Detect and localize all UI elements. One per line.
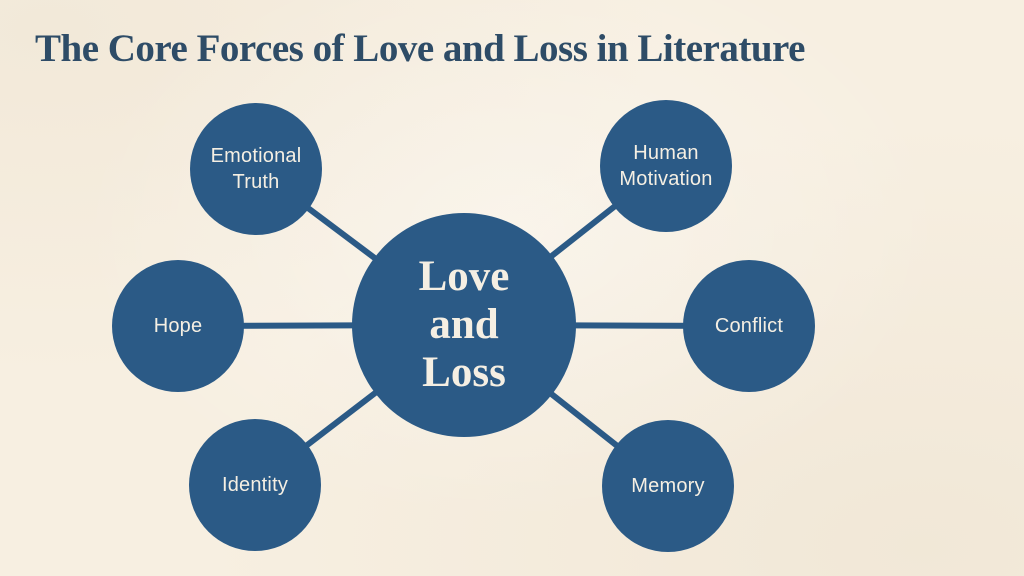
node-human-motivation-label: Human Motivation <box>619 142 713 190</box>
slide-title: The Core Forces of Love and Loss in Lite… <box>35 27 805 70</box>
node-identity: Identity <box>189 419 321 551</box>
node-emotional-truth: Emotional Truth <box>190 103 322 235</box>
node-love-and-loss: Love and Loss <box>352 213 576 437</box>
node-memory: Memory <box>602 420 734 552</box>
node-hope: Hope <box>112 260 244 392</box>
node-conflict-label: Conflict <box>714 315 784 337</box>
node-love-and-loss-label: Love and Loss <box>418 252 510 397</box>
node-human-motivation: Human Motivation <box>600 100 732 232</box>
node-identity-label: Identity <box>221 474 289 496</box>
node-hope-label: Hope <box>153 315 203 337</box>
node-emotional-truth-label: Emotional Truth <box>210 145 302 193</box>
node-conflict: Conflict <box>683 260 815 392</box>
node-memory-label: Memory <box>631 475 705 497</box>
